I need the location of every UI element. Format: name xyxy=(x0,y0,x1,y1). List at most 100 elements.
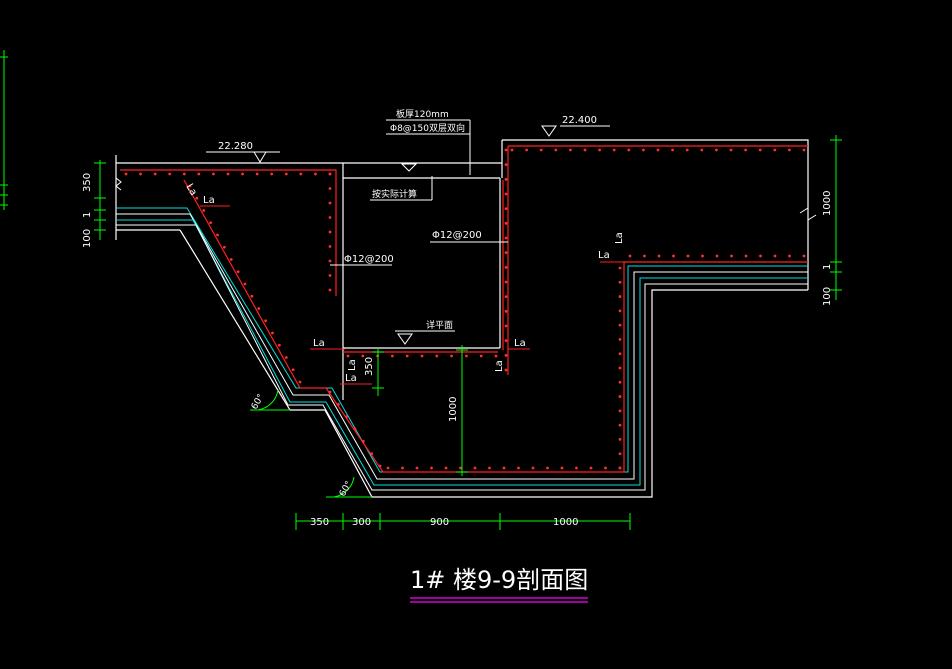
rebar-dot xyxy=(299,172,303,176)
rebar-dot xyxy=(618,295,622,298)
rebar-dot xyxy=(560,466,564,470)
rebar-dot xyxy=(209,221,213,225)
rebar-dot xyxy=(730,254,733,258)
rebar-dot xyxy=(628,254,632,258)
dim-bottom-3: 900 xyxy=(430,517,449,528)
rebar-dot xyxy=(618,323,622,327)
rebar-dot xyxy=(539,148,543,152)
rebar-dot xyxy=(370,452,374,456)
rebar-dot xyxy=(277,343,281,347)
la-label-8: La xyxy=(347,359,358,371)
dim-left-1: 1 xyxy=(82,212,93,218)
rebar-dot xyxy=(504,207,508,211)
slab-rebar-note: Φ8@150双层双向 xyxy=(390,122,465,134)
rebar-dot xyxy=(182,172,186,176)
dim-bottom-2: 300 xyxy=(352,517,371,528)
rebar-dot xyxy=(361,354,365,358)
rebar-dot xyxy=(504,368,508,372)
rebar-dot xyxy=(618,366,622,370)
rebar-dot xyxy=(504,251,508,255)
dim-mid-350: 350 xyxy=(364,357,375,376)
break-symbols xyxy=(115,177,817,221)
rebar-dot xyxy=(531,466,535,470)
rebar-dot xyxy=(656,148,660,152)
rebar-dot xyxy=(643,254,646,258)
rebar-dot xyxy=(618,438,622,441)
rebar-dot xyxy=(788,148,791,152)
rebar-lines xyxy=(120,145,808,473)
rebar-dot xyxy=(672,254,675,258)
rebar-dot xyxy=(298,380,302,384)
rebar-dot xyxy=(642,148,645,152)
rebar-dot xyxy=(715,148,718,152)
rebar-v1-label: Φ12@200 xyxy=(432,230,482,241)
rebar-dot xyxy=(618,280,622,284)
rebar-dot xyxy=(284,356,288,359)
rebar-dot xyxy=(671,148,674,152)
rebar-dot xyxy=(802,254,806,258)
level-mark-label: 详平面 xyxy=(426,319,453,331)
rebar-dot xyxy=(328,172,332,176)
rebar-dot xyxy=(589,466,593,470)
rebar-dot xyxy=(328,245,332,248)
rebar-dot xyxy=(604,466,607,470)
rebar-dot xyxy=(361,439,365,443)
rebar-dot xyxy=(758,148,762,152)
rebar-dot xyxy=(504,324,508,328)
rebar-dot xyxy=(788,254,791,258)
rebar-dot xyxy=(627,148,631,152)
rebar-dot xyxy=(328,187,332,190)
rebar-dot xyxy=(502,466,506,470)
pool-label-group: 按实际计算 xyxy=(370,163,433,201)
rebar-dots xyxy=(124,148,806,470)
rebar-dot xyxy=(504,309,508,313)
title-underline xyxy=(410,597,588,603)
rebar-dot xyxy=(598,148,601,152)
rebar-dot xyxy=(504,163,508,167)
rebar-dot xyxy=(618,395,622,398)
waterproof-layers xyxy=(116,207,808,491)
rebar-dot xyxy=(216,233,219,237)
rebar-dot xyxy=(328,274,332,277)
rebar-dot xyxy=(328,230,332,234)
rebar-dot xyxy=(153,172,157,176)
rebar-dot xyxy=(195,196,199,200)
rebar-dot xyxy=(328,259,332,263)
rebar-dot xyxy=(773,254,777,258)
rebar-dot xyxy=(229,258,233,261)
rebar-dot xyxy=(802,148,806,152)
dim-right-1000: 1000 xyxy=(822,191,833,216)
rebar-dot xyxy=(773,148,777,152)
rebar-dot xyxy=(618,338,622,341)
rebar-dot xyxy=(465,354,468,358)
rebar-dot xyxy=(314,172,317,176)
dimension-lines xyxy=(94,135,842,530)
rebar-dot xyxy=(405,354,409,358)
rebar-dot xyxy=(618,309,622,313)
rebar-dot xyxy=(504,265,508,269)
rebar-dot xyxy=(618,266,622,270)
rebar-dot xyxy=(685,148,689,152)
rebar-dot xyxy=(459,466,462,470)
dim-left-350: 350 xyxy=(82,173,93,192)
la-label-7: La xyxy=(345,373,357,384)
rebar-dot xyxy=(554,148,558,152)
rebar-dot xyxy=(420,354,424,358)
rebar-dot xyxy=(618,423,622,427)
rebar-dot xyxy=(510,148,514,152)
dim-right-100: 100 xyxy=(822,287,833,306)
rebar-dot xyxy=(415,466,419,470)
rebar-dot xyxy=(569,148,572,152)
rebar-dot xyxy=(618,452,622,456)
rebar-dot xyxy=(270,172,274,176)
la-label-3: La xyxy=(598,250,610,261)
la-label-6: La xyxy=(514,338,526,349)
rebar-dot xyxy=(222,245,226,249)
rebar-dot xyxy=(226,172,230,176)
rebar-dot xyxy=(715,254,719,258)
la-label-9: La xyxy=(494,360,505,372)
rebar-dot xyxy=(618,380,622,384)
rebar-dot xyxy=(479,354,483,358)
la-label-2: La xyxy=(183,182,198,198)
rebar-dot xyxy=(494,354,498,358)
